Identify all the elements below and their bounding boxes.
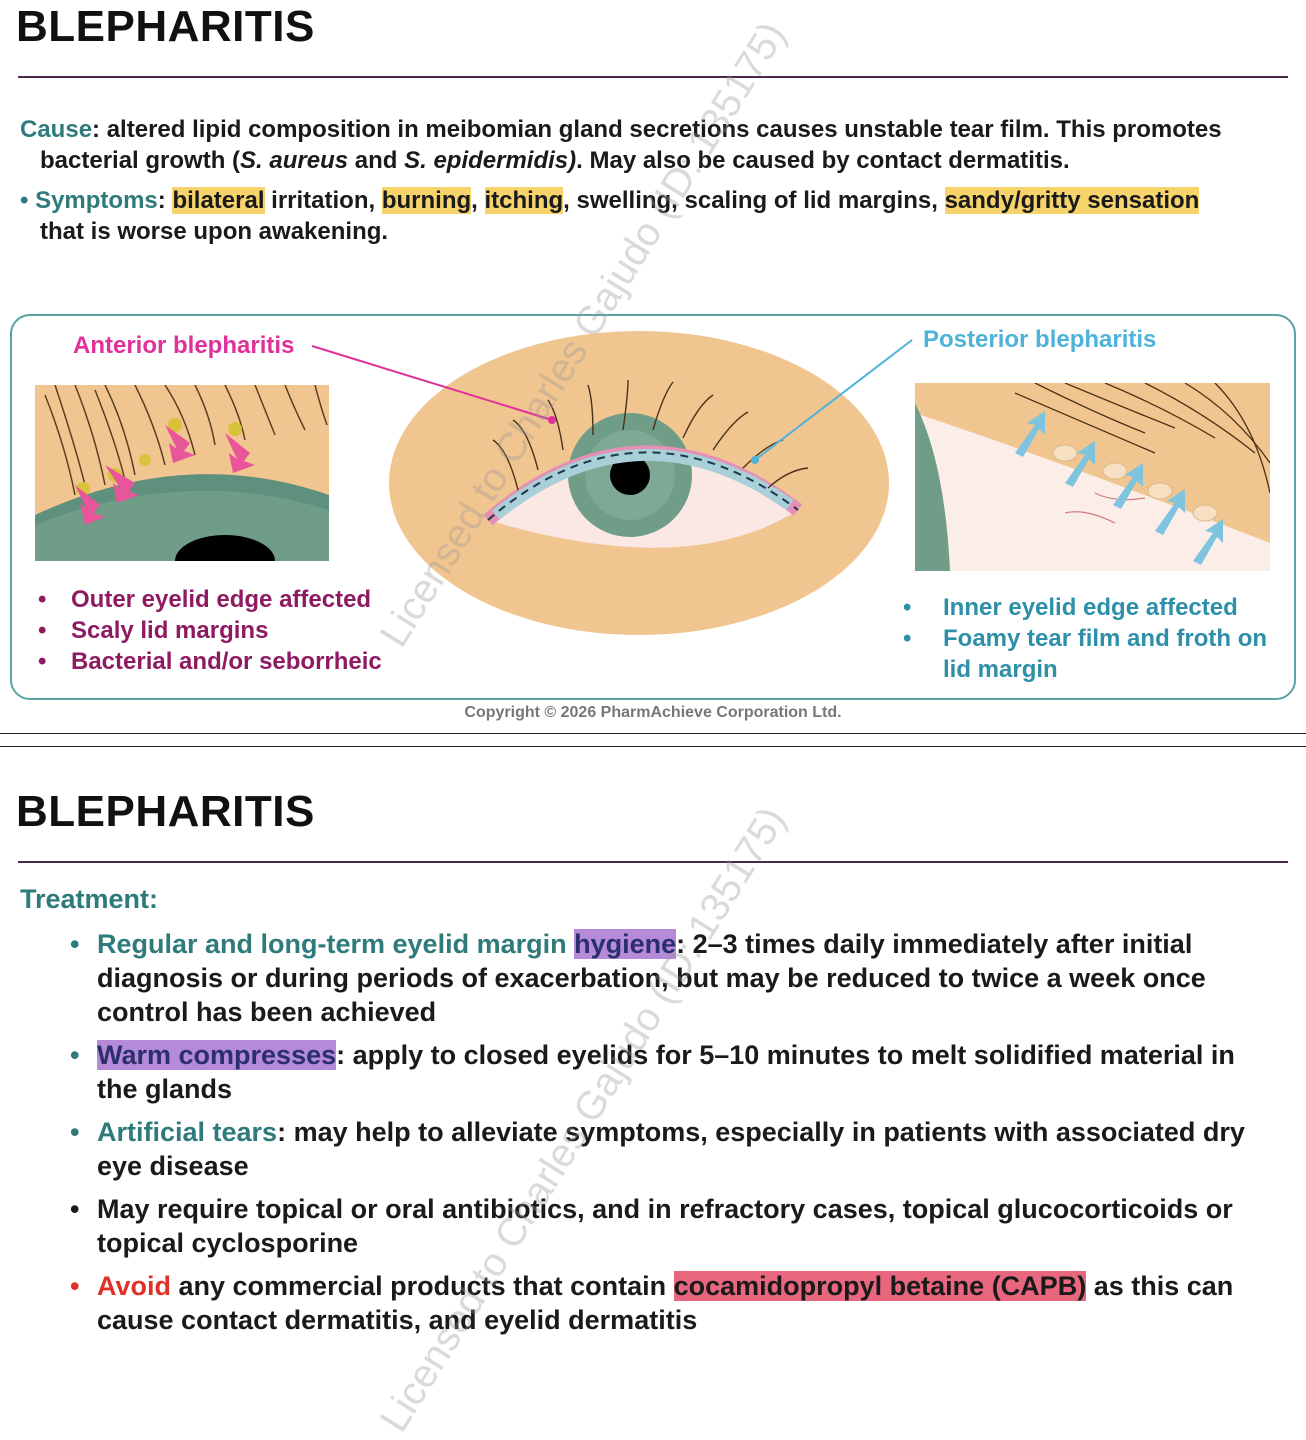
- bullet: •: [38, 648, 47, 675]
- item-highlight: Warm compresses: [97, 1040, 337, 1070]
- symptom-comma: ,: [471, 187, 485, 214]
- item-highlight: cocamidopropyl betaine (CAPB): [673, 1271, 1087, 1301]
- item-highlight: hygiene: [574, 929, 677, 959]
- item-rest: as this can cause contact dermatitis, an…: [97, 1271, 1234, 1335]
- slide1-title-rule: [18, 76, 1288, 78]
- symptom-itching: itching: [484, 187, 564, 214]
- treatment-item-avoid: •Avoid any commercial products that cont…: [70, 1271, 1234, 1335]
- item-rest: : 2–3 times daily immediately after init…: [97, 929, 1206, 1027]
- posterior-title: Posterior blepharitis: [923, 326, 1157, 353]
- posterior-point: • Inner eyelid edge affected: [903, 592, 1267, 623]
- symptom-sandy: sandy/gritty sensation: [944, 187, 1200, 214]
- posterior-point: • Foamy tear film and froth on: [903, 623, 1267, 654]
- anterior-point-text: Outer eyelid edge affected: [71, 586, 372, 613]
- item-rest: May require topical or oral antibiotics,…: [97, 1194, 1233, 1258]
- anterior-points: • Outer eyelid edge affected • Scaly lid m…: [38, 584, 382, 677]
- slide-separator-2: [0, 746, 1306, 747]
- item-rest: : may help to alleviate symptoms, especi…: [97, 1117, 1245, 1181]
- symptom-line2: that is worse upon awakening.: [40, 218, 389, 245]
- symptoms-colon: :: [157, 187, 173, 214]
- anterior-point-text: Bacterial and/or seborrheic: [71, 648, 382, 675]
- cause-text-1: : altered lipid composition in meibomian…: [92, 116, 1222, 143]
- posterior-closeup-image: [915, 383, 1270, 571]
- symptoms-bullet: •: [20, 187, 29, 214]
- slide-separator: [0, 733, 1306, 734]
- cause-text-2a: bacterial growth (: [40, 147, 241, 174]
- symptoms-label: Symptoms: [35, 187, 158, 214]
- posterior-point: lid margin: [903, 654, 1267, 685]
- treatment-list: •Regular and long-term eyelid margin hyg…: [70, 927, 1267, 1346]
- posterior-points: • Inner eyelid edge affected • Foamy tear …: [903, 592, 1267, 685]
- copyright: Copyright © 2026 PharmAchieve Corporatio…: [464, 704, 842, 721]
- posterior-point-text: lid margin: [943, 656, 1058, 683]
- bullet: •: [38, 586, 47, 613]
- item-rest: : apply to closed eyelids for 5–10 minut…: [97, 1040, 1235, 1104]
- symptom-irritation: irritation,: [264, 187, 382, 214]
- slide2-title-rule: [18, 861, 1288, 863]
- bullet: •: [903, 625, 912, 652]
- anterior-point: • Outer eyelid edge affected: [38, 584, 382, 615]
- treatment-item-hygiene: •Regular and long-term eyelid margin hyg…: [70, 929, 1206, 1027]
- posterior-point-text: Foamy tear film and froth on: [943, 625, 1268, 652]
- eye-illustration: [389, 331, 889, 635]
- cause-text-2b: . May also be caused by contact dermatit…: [576, 147, 1070, 174]
- symptom-rest: , swelling, scaling of lid margins,: [563, 187, 945, 214]
- symptoms-paragraph: • Symptoms: bilateral irritation, burnin…: [20, 185, 1290, 247]
- species-epidermidis: S. epidermidis): [404, 147, 577, 174]
- anterior-point-text: Scaly lid margins: [71, 617, 269, 644]
- slide1-title: BLEPHARITIS: [16, 2, 315, 51]
- illustration-panel: [10, 314, 1296, 700]
- cause-label: Cause: [20, 116, 93, 143]
- bullet: •: [38, 617, 47, 644]
- bullet: •: [903, 594, 912, 621]
- treatment-item-warm-compresses: •Warm compresses: apply to closed eyelid…: [70, 1040, 1235, 1104]
- item-lead: Regular and long-term eyelid margin: [97, 929, 575, 959]
- species-aureus: S. aureus: [240, 147, 349, 174]
- cause-and: and: [348, 147, 405, 174]
- leader-lines: [311, 339, 913, 464]
- treatment-item-artificial-tears: •Artificial tears: may help to alleviate…: [70, 1117, 1245, 1181]
- anterior-title: Anterior blepharitis: [73, 332, 295, 359]
- treatment-label: Treatment:: [20, 884, 159, 914]
- cause-paragraph: Cause: altered lipid composition in meib…: [20, 114, 1290, 176]
- treatment-item-antibiotics: •May require topical or oral antibiotics…: [70, 1194, 1233, 1258]
- slide2-title: BLEPHARITIS: [16, 787, 315, 836]
- anterior-point: • Scaly lid margins: [38, 615, 382, 646]
- item-mid: any commercial products that contain: [171, 1271, 674, 1301]
- symptom-bilateral: bilateral: [172, 187, 265, 214]
- posterior-point-text: Inner eyelid edge affected: [943, 594, 1238, 621]
- item-lead: Artificial tears: [97, 1117, 278, 1147]
- anterior-point: • Bacterial and/or seborrheic: [38, 646, 382, 677]
- item-lead: Avoid: [97, 1271, 171, 1301]
- anterior-closeup-image: [35, 385, 329, 561]
- symptom-burning: burning: [381, 187, 472, 214]
